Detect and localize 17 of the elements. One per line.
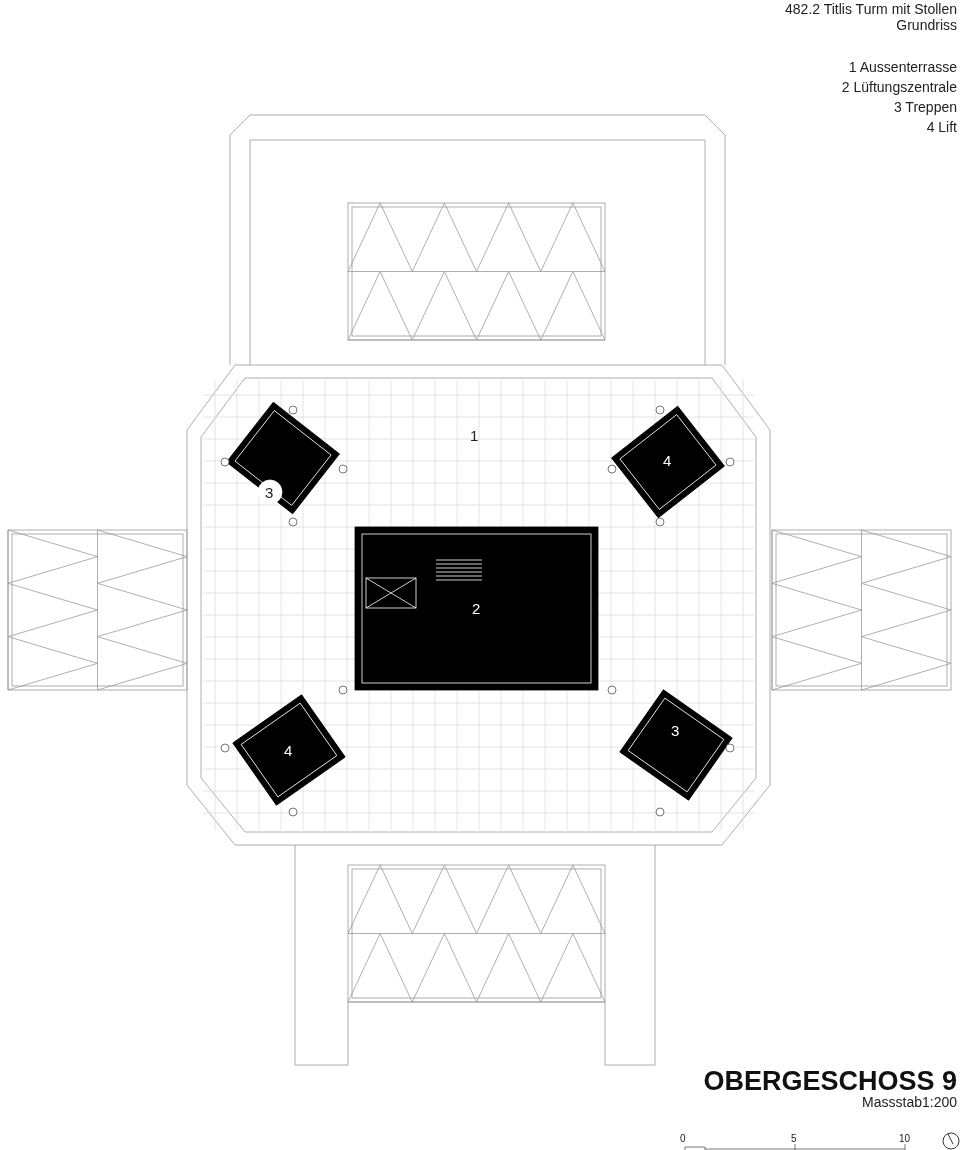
drawing-title: 482.2 Titlis Turm mit Stollen [785, 2, 957, 16]
callout-number: 2 [472, 601, 481, 616]
scale-text: Massstab1:200 [862, 1095, 957, 1109]
legend-text: 4 Lift [926, 120, 957, 134]
subtitle: Grundriss [896, 18, 957, 32]
scale-number: 0 [680, 1134, 686, 1144]
callout-number: 4 [284, 743, 293, 758]
legend-text: 3 Treppen [893, 100, 957, 114]
callout-number: 4 [663, 453, 672, 468]
callout-number: 3 [671, 723, 680, 738]
callout-number: 3 [265, 485, 274, 500]
legend-text: 2 Lüftungszentrale [841, 80, 957, 94]
scale-number: 10 [899, 1134, 911, 1144]
legend-text: 1 Aussenterrasse [848, 60, 957, 74]
callout-number: 1 [470, 428, 479, 443]
scale-number: 5 [791, 1134, 797, 1144]
floor-heading: OBERGESCHOSS 9 [703, 1068, 957, 1095]
